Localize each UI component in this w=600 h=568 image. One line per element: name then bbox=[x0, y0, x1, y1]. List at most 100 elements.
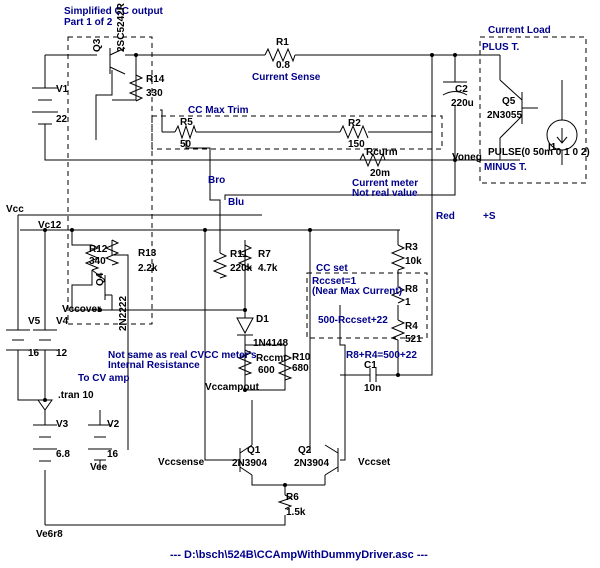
v4-label: V4 bbox=[56, 316, 69, 327]
r14-value: 330 bbox=[146, 88, 163, 99]
r1-note: Current Sense bbox=[252, 72, 321, 83]
transistor-q2-symbol bbox=[324, 444, 339, 476]
c1-value: 10n bbox=[364, 383, 381, 394]
net-vcc: Vcc bbox=[6, 204, 24, 215]
battery-v4-symbol bbox=[33, 329, 57, 351]
q2-label: Q2 bbox=[298, 445, 312, 456]
transistor-q5-symbol bbox=[499, 79, 523, 139]
resistor-r1-symbol bbox=[264, 47, 296, 63]
r8-r4-expr: 500-Rccset+22 bbox=[318, 315, 388, 326]
c2-label: C2 bbox=[455, 84, 468, 95]
net-vee: Vee bbox=[90, 462, 108, 473]
r6-value: 1.5k bbox=[286, 507, 306, 518]
resistor-r5-symbol bbox=[174, 124, 197, 140]
capacitor-c1-symbol bbox=[369, 368, 397, 382]
resistor-r11-symbol bbox=[212, 252, 228, 279]
cc-set-box bbox=[306, 272, 428, 339]
v5-label: V5 bbox=[28, 316, 41, 327]
i1-value: PULSE(0 50m 0 1 0 2) bbox=[488, 147, 590, 158]
rcurm-label: Rcurm bbox=[366, 147, 398, 158]
q4-label: Q4 bbox=[95, 272, 106, 286]
net-vccsense: Vccsense bbox=[158, 457, 205, 468]
current-source-i1-symbol bbox=[546, 119, 578, 151]
r13-label: R13 bbox=[138, 248, 157, 259]
junction-dots bbox=[43, 53, 457, 487]
net-ve6r8: Ve6r8 bbox=[36, 529, 63, 540]
net-blu: Blu bbox=[228, 197, 244, 208]
q2-type: 2N3904 bbox=[294, 458, 329, 469]
r4-label: R4 bbox=[405, 321, 418, 332]
r12-value: 340 bbox=[89, 256, 106, 267]
resistor-r8-symbol bbox=[390, 286, 406, 304]
resistor-r10-symbol bbox=[277, 354, 293, 381]
current-load-title: Current Load bbox=[488, 25, 551, 36]
r10-label: R10 bbox=[292, 352, 311, 363]
rccset-eq: Rccset=1 bbox=[312, 276, 357, 287]
i1-label: I1 bbox=[548, 142, 557, 153]
rcurm-note-1: Current meter bbox=[352, 178, 418, 189]
driver-title-1: Simplified CC output bbox=[64, 6, 164, 17]
r4-value: 521 bbox=[405, 334, 422, 345]
r11-value: 220k bbox=[230, 263, 253, 274]
r8-label: R8 bbox=[405, 284, 418, 295]
driver-title-2: Part 1 of 2 bbox=[64, 17, 113, 28]
net-voneg: Voneg bbox=[452, 152, 482, 163]
meter-note-1: Not same as real CVCC meter's bbox=[108, 350, 257, 361]
d1-type: 1N4148 bbox=[253, 338, 288, 349]
r5-value: 50 bbox=[180, 139, 192, 150]
net-bro: Bro bbox=[208, 175, 225, 186]
capacitor-c2-symbol bbox=[442, 81, 468, 96]
meter-note-2: Internal Resistance bbox=[108, 360, 200, 371]
r2-value: 150 bbox=[348, 139, 365, 150]
rcurm-note-2: Not real value bbox=[352, 188, 418, 199]
resistor-r2-symbol bbox=[339, 124, 369, 140]
net-minus-t: MINUS T. bbox=[484, 162, 527, 173]
footer-filename: --- D:\bsch\524B\CCAmpWithDummyDriver.as… bbox=[170, 549, 428, 561]
resistor-r6-symbol bbox=[277, 494, 293, 510]
resistor-r7-symbol bbox=[237, 244, 253, 271]
q1-label: Q1 bbox=[247, 445, 261, 456]
sum-expr: R8+R4=500+22 bbox=[346, 350, 417, 361]
cc-set-title: CC set bbox=[316, 263, 348, 274]
to-cv-note: To CV amp bbox=[78, 373, 129, 384]
q5-type: 2N3055 bbox=[487, 110, 522, 121]
resistor-r13-symbol bbox=[104, 239, 120, 266]
r10-value: 680 bbox=[292, 363, 309, 374]
resistor-r3-symbol bbox=[390, 244, 406, 271]
driver-block-box bbox=[67, 36, 153, 325]
net-vccover: Vccover bbox=[62, 304, 101, 315]
r13-value: 2.2k bbox=[138, 263, 158, 274]
rccmt-value: 600 bbox=[258, 365, 275, 376]
net-red: Red bbox=[436, 211, 455, 222]
r7-label: R7 bbox=[258, 249, 271, 260]
transistor-q1-symbol bbox=[239, 444, 253, 476]
diode-d1-symbol bbox=[236, 317, 254, 336]
near-max-note: (Near Max Current) bbox=[312, 286, 402, 297]
rccmt-label: Rccmt bbox=[256, 353, 287, 364]
r12-label: R12 bbox=[89, 244, 108, 255]
q1-type: 2N3904 bbox=[232, 458, 267, 469]
r3-label: R3 bbox=[405, 242, 418, 253]
rcurm-value: 20m bbox=[370, 168, 390, 179]
v2-label: V2 bbox=[107, 419, 120, 430]
net-vccampout: Vccampout bbox=[205, 382, 260, 393]
cc-max-trim-box bbox=[151, 115, 443, 150]
resistor-r4-symbol bbox=[390, 319, 406, 341]
q3-label: Q3 bbox=[92, 38, 103, 52]
v5-value: 16 bbox=[28, 348, 40, 359]
r7-value: 4.7k bbox=[258, 263, 278, 274]
wiring bbox=[17, 54, 563, 526]
r1-value: 0.8 bbox=[276, 60, 290, 71]
d1-label: D1 bbox=[256, 314, 269, 325]
battery-v5-symbol bbox=[6, 329, 30, 351]
v1-label: V1 bbox=[56, 84, 69, 95]
q3-type: 2SC5242R bbox=[116, 2, 127, 52]
v3-label: V3 bbox=[56, 419, 69, 430]
r6-label: R6 bbox=[286, 492, 299, 503]
net-plus-t: PLUS T. bbox=[482, 42, 519, 53]
r3-value: 10k bbox=[405, 256, 422, 267]
tran-directive: .tran 10 bbox=[58, 390, 94, 401]
v3-value: 6.8 bbox=[56, 449, 70, 460]
v1-value: 22 bbox=[56, 114, 68, 125]
